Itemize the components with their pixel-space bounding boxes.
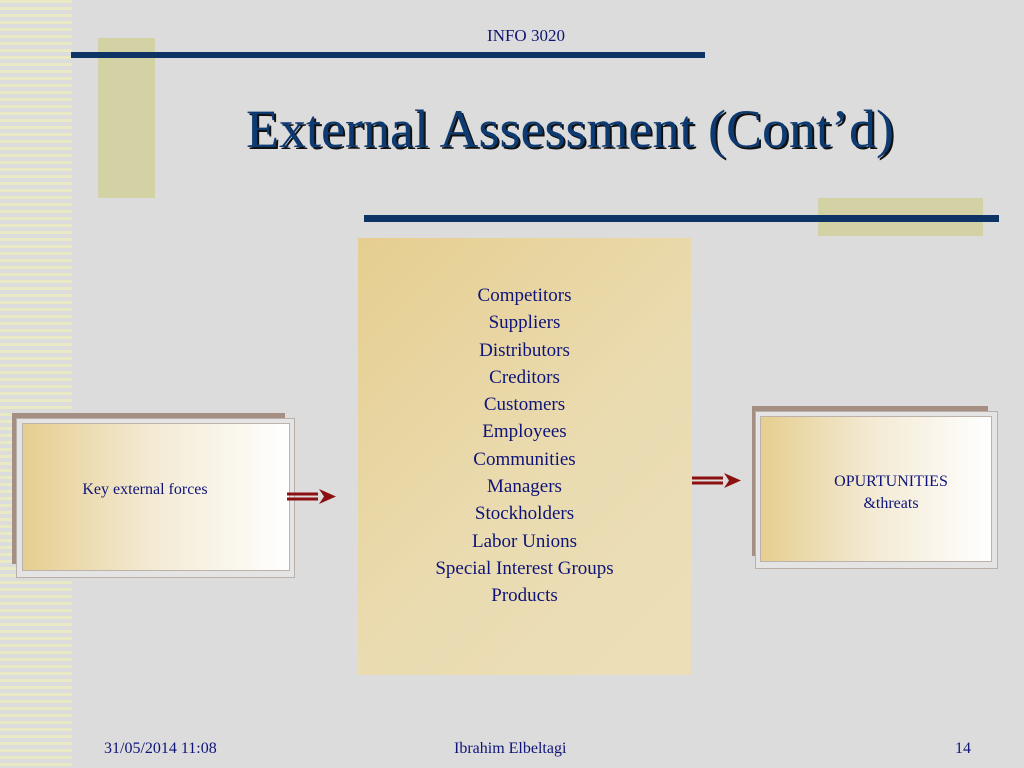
stakeholder-box: Competitors Suppliers Distributors Credi… [358, 238, 691, 675]
stakeholder-list: Competitors Suppliers Distributors Credi… [358, 282, 691, 610]
arrow-right-icon [287, 489, 336, 504]
slide-number: 14 [955, 740, 971, 757]
key-forces-label: Key external forces [82, 481, 208, 498]
arrow-right-icon [692, 473, 741, 488]
list-item: Distributors [479, 339, 570, 361]
list-item: Stockholders [474, 503, 575, 525]
list-item: Managers [487, 476, 562, 498]
list-item: Labor Unions [471, 530, 577, 552]
course-code: INFO 3020 [487, 26, 565, 45]
footer-author: Ibrahim Elbeltagi [454, 740, 567, 757]
striped-side-panel [0, 0, 72, 768]
list-item: Competitors [477, 285, 572, 306]
list-item: Special Interest Groups [435, 557, 614, 579]
title-underline-rule [364, 215, 999, 222]
opportunities-line-2: &threats [863, 495, 919, 512]
list-item: Creditors [489, 366, 560, 388]
list-item: Customers [483, 394, 566, 416]
list-item: Products [491, 585, 558, 607]
tan-accent-block-left [98, 38, 155, 198]
list-item: Communities [473, 448, 576, 470]
list-item: Suppliers [488, 312, 561, 334]
top-rule [71, 52, 705, 58]
card-face: Key external forces [22, 423, 290, 571]
opportunities-label: OPURTUNITIES &threats [761, 471, 1021, 515]
slide-title: External Assessment (Cont’d) [246, 99, 894, 159]
footer-datetime: 31/05/2014 11:08 [104, 740, 217, 757]
card-face: OPURTUNITIES &threats [760, 416, 992, 562]
opportunities-line-1: OPURTUNITIES [834, 473, 948, 490]
list-item: Employees [482, 421, 567, 443]
